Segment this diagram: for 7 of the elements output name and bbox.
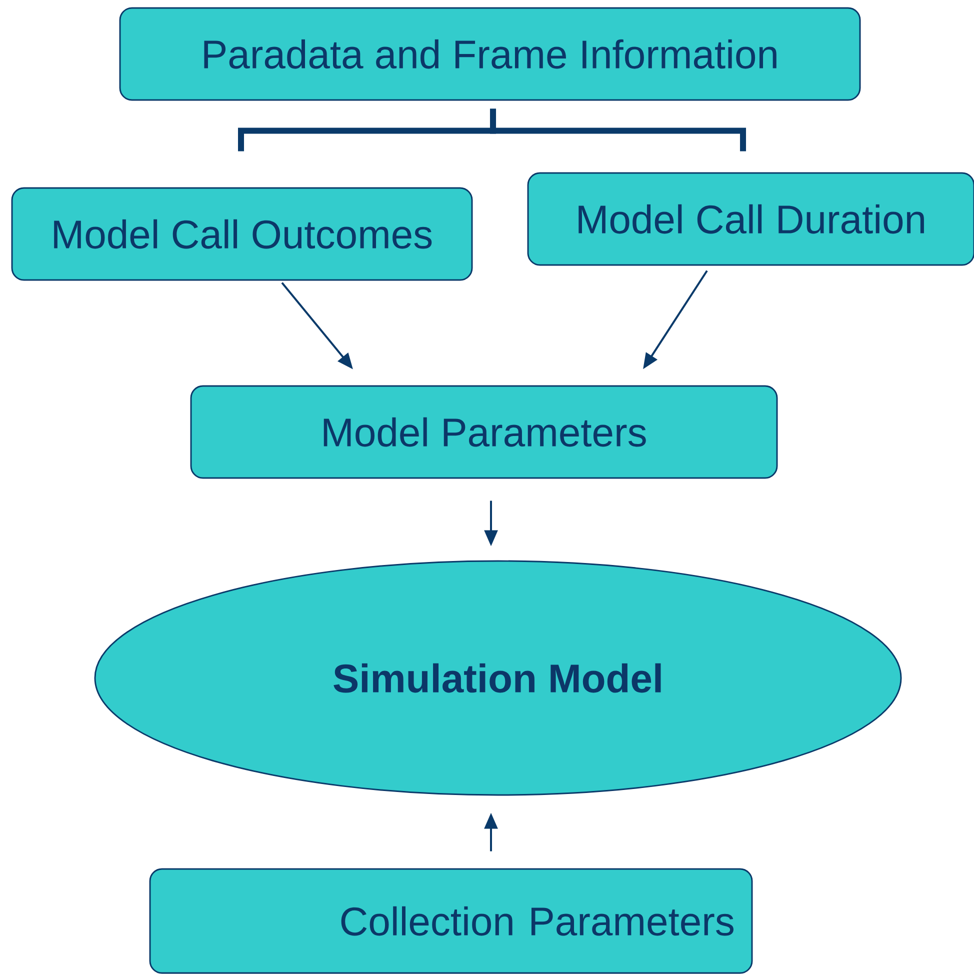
process-box: Model Parameters bbox=[190, 385, 778, 479]
process-box: Collection Parameters bbox=[149, 868, 753, 974]
bracket-line bbox=[490, 108, 746, 152]
process-box: Model Call Outcomes bbox=[11, 187, 473, 281]
process-box: Model Call Duration bbox=[527, 172, 974, 266]
ellipse-node: Simulation Model bbox=[94, 560, 902, 796]
process-box: Paradata and Frame Information bbox=[119, 7, 861, 101]
